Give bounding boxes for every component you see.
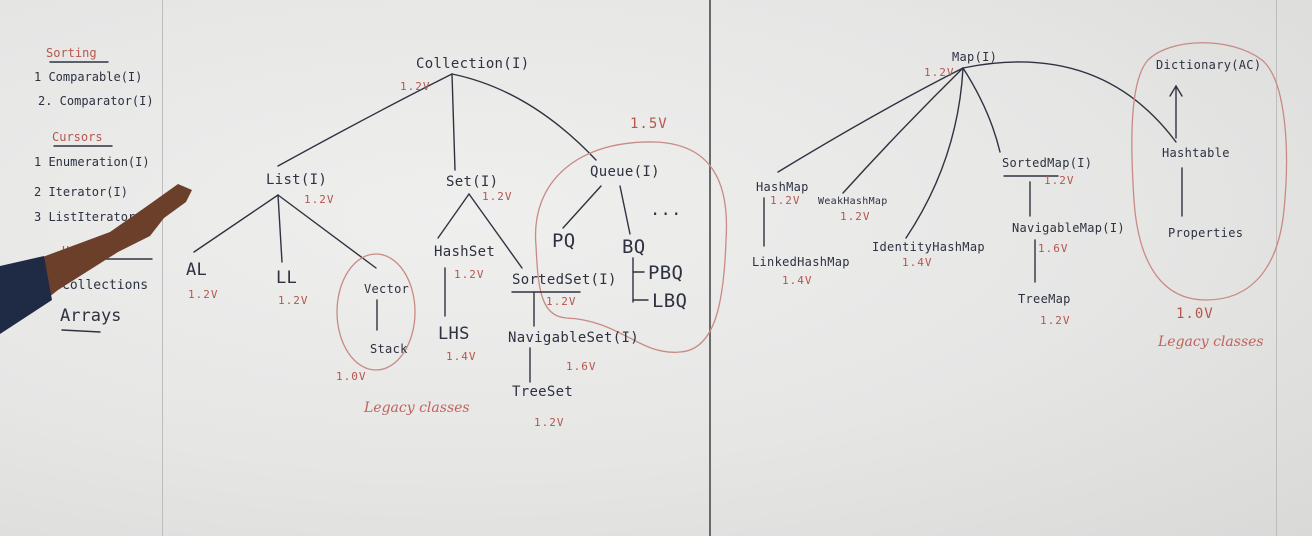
board-divider-right	[1276, 0, 1277, 536]
version-hashset: 1.2V	[454, 268, 485, 281]
version-set: 1.2V	[482, 190, 513, 203]
node-identityhashmap: IdentityHashMap	[872, 240, 985, 254]
version-identityhashmap: 1.4V	[902, 256, 933, 269]
version-collection: 1.2V	[400, 80, 431, 93]
sorting-heading: Sorting	[46, 46, 97, 60]
node-linkedlist: LL	[276, 268, 298, 288]
version-navigablemap: 1.6V	[1038, 242, 1069, 255]
version-treeset: 1.2V	[534, 416, 565, 429]
version-queue: 1.5V	[630, 116, 668, 132]
cursor-item-1: 1 Enumeration(I)	[34, 155, 150, 169]
utility-item-2: Arrays	[60, 306, 122, 326]
node-queue: Queue(I)	[590, 164, 660, 180]
version-linkedhashset: 1.4V	[446, 350, 477, 363]
node-set: Set(I)	[446, 174, 499, 190]
node-hashtable: Hashtable	[1162, 146, 1230, 160]
version-map: 1.2V	[924, 66, 955, 79]
node-list: List(I)	[266, 172, 328, 188]
node-navigableset: NavigableSet(I)	[508, 330, 639, 346]
sorting-item-2: 2. Comparator(I)	[38, 94, 154, 108]
node-weakhashmap: WeakHashMap	[818, 196, 888, 207]
node-hashmap: HashMap	[756, 180, 809, 194]
node-priorityblockingqueue: PBQ	[648, 262, 684, 284]
board-divider-center	[709, 0, 711, 536]
queue-more-ellipsis: ...	[650, 200, 682, 220]
sorting-item-1: 1 Comparable(I)	[34, 70, 143, 84]
cursors-heading: Cursors	[52, 130, 103, 144]
node-linkedblockingqueue: LBQ	[652, 290, 688, 312]
node-properties: Properties	[1168, 226, 1244, 240]
node-arraylist: AL	[186, 260, 208, 280]
node-treeset: TreeSet	[512, 384, 574, 400]
node-map: Map(I)	[952, 50, 998, 64]
node-navigablemap: NavigableMap(I)	[1012, 221, 1125, 235]
version-linkedhashmap: 1.4V	[782, 274, 813, 287]
node-linkedhashset: LHS	[438, 324, 470, 344]
node-stack: Stack	[370, 342, 408, 356]
legacy-label-collection: Legacy classes	[364, 400, 470, 416]
cursor-item-3: 3 ListIterator(I)	[34, 210, 157, 224]
node-collection: Collection(I)	[416, 56, 530, 72]
version-hashmap: 1.2V	[770, 194, 801, 207]
node-hashset: HashSet	[434, 244, 496, 260]
version-arraylist: 1.2V	[188, 288, 219, 301]
node-dictionary: Dictionary(AC)	[1156, 58, 1262, 72]
version-weakhashmap: 1.2V	[840, 210, 871, 223]
version-treemap: 1.2V	[1040, 314, 1071, 327]
board-divider-left	[162, 0, 163, 536]
version-linkedlist: 1.2V	[278, 294, 309, 307]
version-legacy-map: 1.0V	[1176, 306, 1214, 322]
node-sortedmap: SortedMap(I)	[1002, 156, 1093, 170]
version-list: 1.2V	[304, 193, 335, 206]
version-sortedmap: 1.2V	[1044, 174, 1075, 187]
legacy-label-map: Legacy classes	[1158, 334, 1264, 350]
legacy-circle-left	[336, 253, 416, 371]
node-blockingqueue: BQ	[622, 236, 646, 258]
utility-item-1: Collections	[62, 278, 149, 293]
version-sortedset: 1.2V	[546, 295, 577, 308]
version-navigableset: 1.6V	[566, 360, 597, 373]
node-linkedhashmap: LinkedHashMap	[752, 255, 850, 269]
node-vector: Vector	[364, 282, 410, 296]
cursor-item-2: 2 Iterator(I)	[34, 185, 128, 199]
node-sortedset: SortedSet(I)	[512, 272, 617, 288]
node-treemap: TreeMap	[1018, 292, 1071, 306]
node-priorityqueue: PQ	[552, 230, 576, 252]
version-vector: 1.0V	[336, 370, 367, 383]
